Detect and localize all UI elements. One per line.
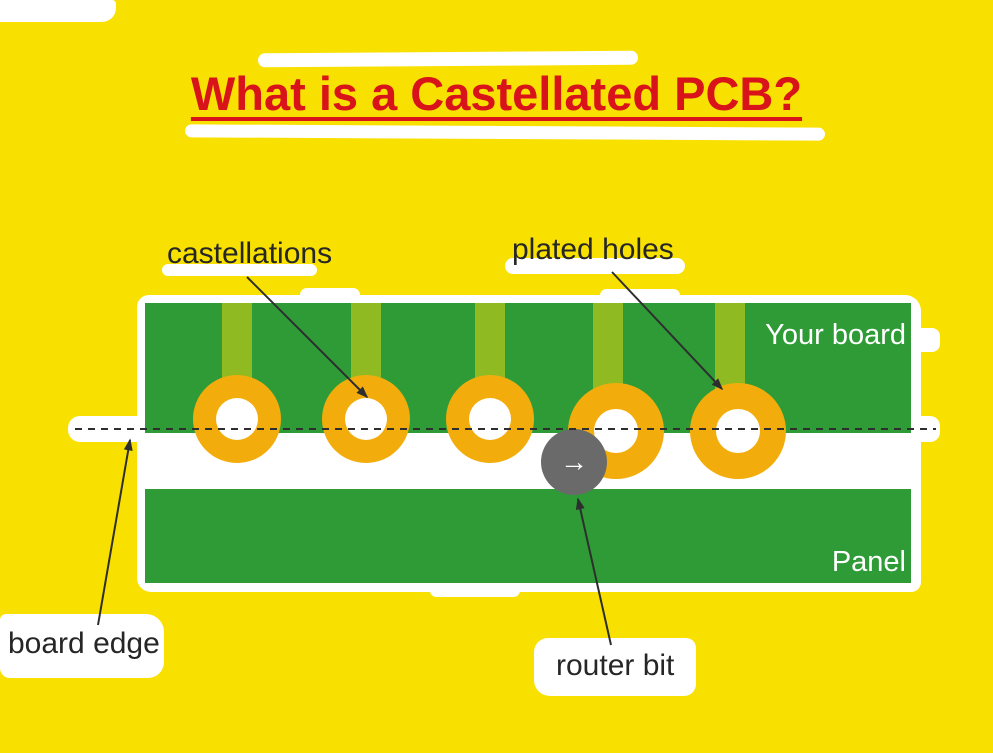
white-fringe (300, 288, 360, 302)
pad-hole (345, 398, 387, 440)
white-fringe (184, 124, 826, 141)
white-fringe (600, 289, 680, 302)
castellation-pad (322, 375, 410, 463)
white-fringe (162, 264, 317, 276)
panel-rect (145, 489, 911, 583)
router-direction-arrow-icon: → (560, 446, 588, 477)
pad-hole (716, 409, 760, 453)
pad-hole (469, 398, 511, 440)
white-fringe (908, 328, 940, 352)
router-bit-circle: → (541, 429, 607, 495)
router-bit-label: router bit (556, 649, 675, 682)
white-fringe (68, 416, 152, 442)
white-fringe (505, 258, 685, 274)
board-edge-label: board edge (8, 627, 160, 660)
your-board-label: Your board (765, 319, 906, 351)
plated-hole-pad (690, 383, 786, 479)
white-fringe (0, 614, 164, 678)
white-fringe (0, 0, 116, 22)
white-fringe (534, 638, 696, 696)
castellation-pad (446, 375, 534, 463)
panel-label: Panel (831, 546, 906, 578)
board-edge-arrow (97, 438, 133, 626)
pad-hole (216, 398, 258, 440)
white-fringe (430, 584, 520, 597)
castellation-pad (193, 375, 281, 463)
plated-holes-label: plated holes (512, 233, 674, 266)
white-fringe (257, 50, 639, 68)
page-title: What is a Castellated PCB? (190, 67, 803, 120)
castellations-label: castellations (167, 237, 333, 270)
